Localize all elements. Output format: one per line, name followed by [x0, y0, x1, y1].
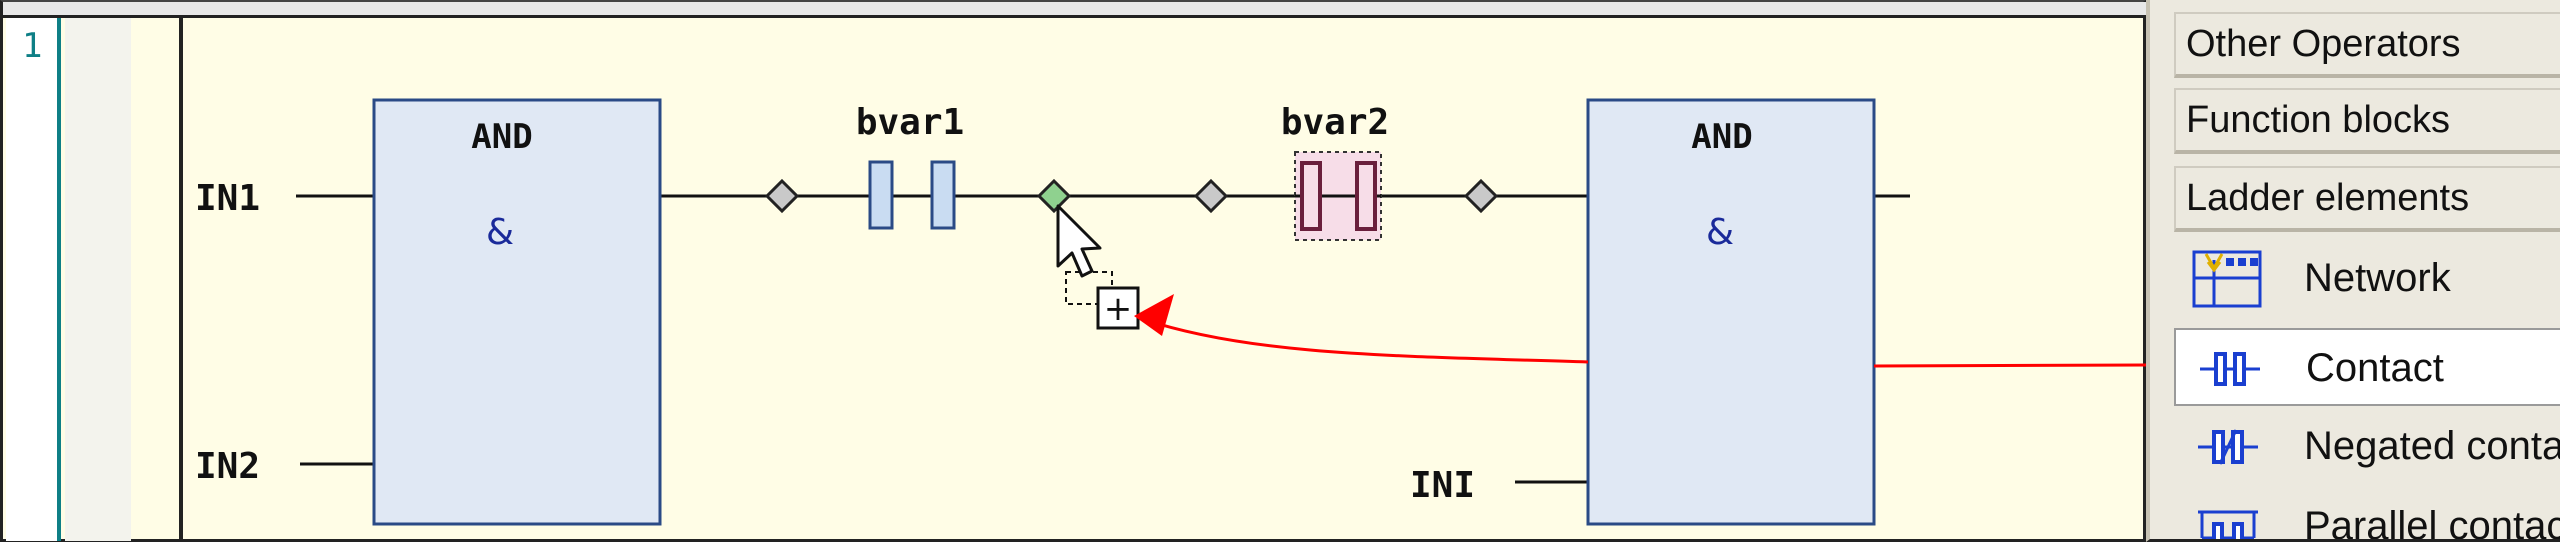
input-label-in2[interactable]: IN2	[195, 446, 260, 487]
drag-arrow-curve	[1139, 316, 1589, 364]
contact-bvar2[interactable]: bvar2	[1281, 102, 1389, 241]
palette-item-parallel-contact-label: Parallel contact	[2304, 504, 2560, 542]
drag-arrowhead	[1134, 294, 1174, 336]
contact-bvar1-label: bvar1	[856, 102, 964, 143]
drag-cursor: +	[1056, 204, 1140, 330]
input-label-in1[interactable]: IN1	[195, 178, 260, 219]
negated-contact-icon	[2198, 429, 2258, 465]
and-block-1[interactable]: AND &	[372, 98, 662, 526]
line-number: 1	[22, 26, 43, 66]
palette-item-parallel-contact[interactable]: Parallel contact	[2174, 488, 2560, 542]
connection-point-2[interactable]	[1193, 178, 1229, 214]
block-1-symbol: &	[486, 212, 514, 253]
palette-item-contact-label: Contact	[2306, 346, 2444, 390]
and-block-2[interactable]: AND &	[1586, 98, 1876, 526]
drop-point-active[interactable]	[1036, 178, 1072, 214]
contact-bvar1[interactable]: bvar1	[856, 102, 964, 230]
connection-point-3[interactable]	[1463, 178, 1499, 214]
palette-item-contact[interactable]: Contact	[2174, 328, 2560, 406]
network-icon	[2192, 250, 2262, 308]
connection-point-1[interactable]	[764, 178, 800, 214]
power-rail	[179, 18, 183, 541]
line-gutter: 1	[6, 18, 61, 541]
cursor-plus-badge: +	[1104, 289, 1133, 329]
palette-item-negated-contact[interactable]: Negated contac	[2174, 408, 2560, 486]
parallel-contact-icon	[2198, 510, 2258, 539]
block-1-name: AND	[471, 117, 532, 157]
ladder-diagram[interactable]: AND & AND & IN1 IN2 INI bvar1	[0, 0, 2146, 542]
palette-item-network[interactable]: Network	[2174, 240, 2560, 318]
input-label-ini[interactable]: INI	[1410, 465, 1475, 506]
drag-arrow-tail	[1873, 363, 2146, 368]
editor-top-bar	[3, 2, 2149, 18]
palette-item-negated-contact-label: Negated contac	[2304, 424, 2560, 468]
contact-bvar2-label: bvar2	[1281, 102, 1389, 143]
toolbox-palette: Other Operators Function blocks Ladder e…	[2146, 0, 2560, 542]
category-function-blocks[interactable]: Function blocks	[2174, 88, 2560, 154]
block-2-name: AND	[1691, 117, 1752, 157]
category-other-operators[interactable]: Other Operators	[2174, 12, 2560, 78]
category-ladder-elements[interactable]: Ladder elements	[2174, 166, 2560, 232]
block-2-symbol: &	[1706, 212, 1734, 253]
palette-item-network-label: Network	[2304, 256, 2451, 300]
contact-icon	[2200, 352, 2260, 386]
network-margin	[65, 18, 131, 541]
